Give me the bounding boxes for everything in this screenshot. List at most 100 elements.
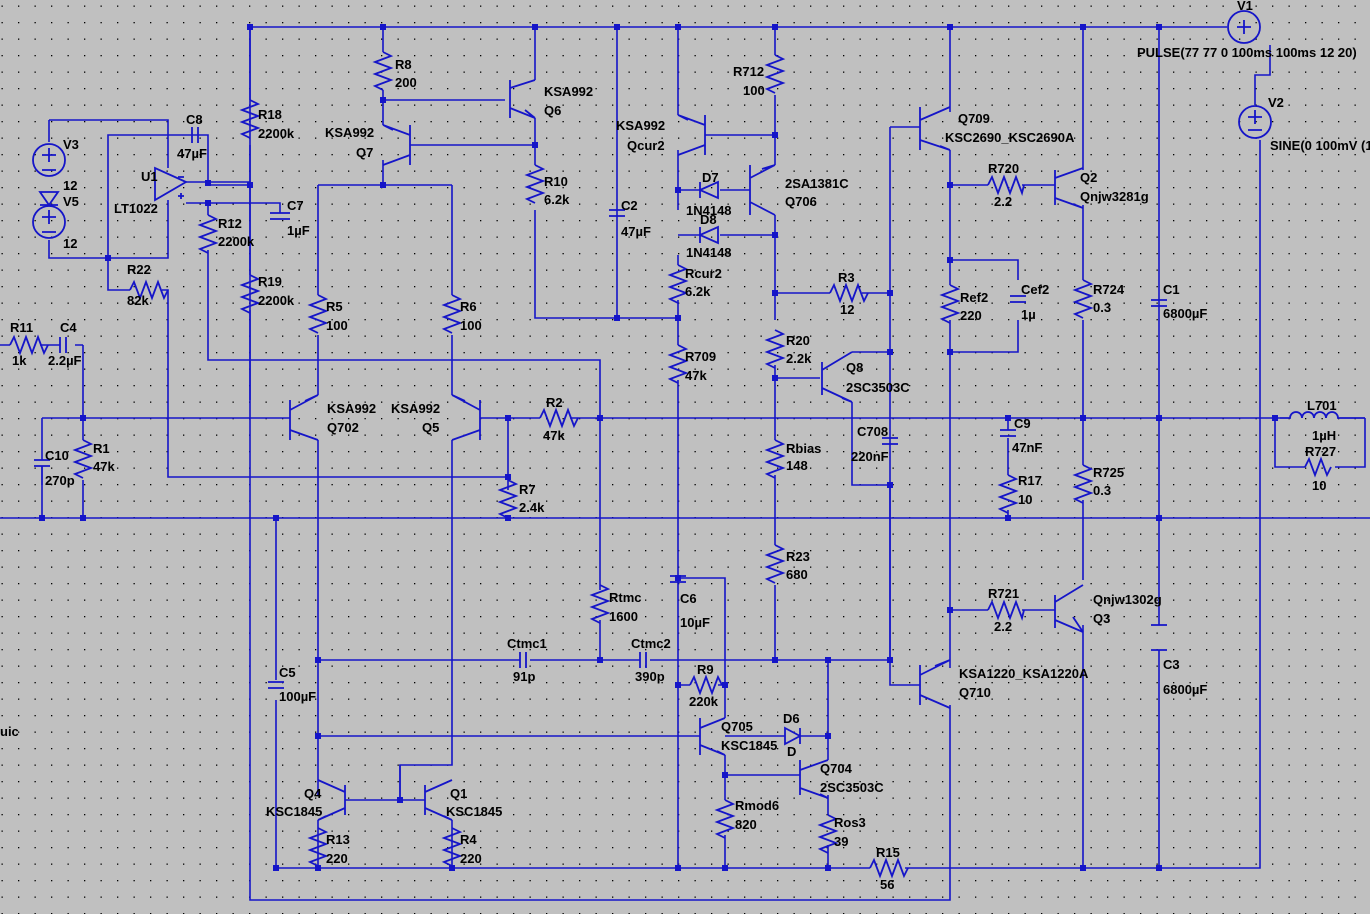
label-Q705-name: Q705 — [721, 719, 753, 734]
label-C3-value: 6800µF — [1163, 682, 1207, 697]
diode-symbols — [697, 180, 802, 746]
label-D7-model: 1N4148 — [686, 203, 732, 218]
label-Ctmc1-name: Ctmc1 — [507, 636, 547, 651]
label-R13-value: 220 — [326, 851, 348, 866]
label-R712-name: R712 — [733, 64, 764, 79]
label-R12-name: R12 — [218, 216, 242, 231]
resistor-R3 — [829, 282, 869, 304]
label-R2-name: R2 — [546, 395, 563, 410]
label-R8-value: 200 — [395, 75, 417, 90]
zener-marker — [38, 191, 60, 207]
label-C7-value: 1µF — [287, 223, 310, 238]
label-Ros3-name: Ros3 — [834, 815, 866, 830]
capacitor-C8 — [191, 127, 199, 143]
resistor-Ros3 — [817, 814, 839, 854]
label-C6-value: 10µF — [680, 615, 710, 630]
label-C10-name: C10 — [45, 448, 69, 463]
source-V1 — [1227, 10, 1261, 44]
label-Ref2-value: 220 — [960, 308, 982, 323]
capacitor-Ctmc2 — [639, 652, 647, 668]
transistor-Q5 — [451, 394, 481, 441]
resistor-R19 — [239, 274, 261, 314]
opamp-U1 — [154, 166, 188, 202]
diode-D8 — [697, 225, 719, 245]
transistor-Q7 — [382, 124, 411, 166]
resistor-R712 — [764, 54, 786, 94]
label-R724-value: 0.3 — [1093, 300, 1111, 315]
label-D6-name: D6 — [783, 711, 800, 726]
label-R20-value: 2.2k — [786, 351, 812, 366]
transistor-Q2 — [1054, 167, 1084, 209]
label-R13-name: R13 — [326, 832, 350, 847]
label-U1-model: LT1022 — [114, 201, 158, 216]
label-D7-name: D7 — [702, 170, 719, 185]
label-U1-name: U1 — [141, 169, 158, 184]
label-Q7-model: KSA992 — [325, 125, 374, 140]
label-R2-value: 47k — [543, 428, 565, 443]
label-Q4-model: KSC1845 — [266, 804, 322, 819]
label-Rbias-value: 148 — [786, 458, 808, 473]
label-R6-name: R6 — [460, 299, 477, 314]
resistor-Ref2 — [939, 284, 961, 324]
transistor-Q704 — [799, 759, 829, 799]
label-Q5-name: Q5 — [422, 420, 439, 435]
label-Q704-model: 2SC3503C — [820, 780, 884, 795]
label-Q704-name: Q704 — [820, 761, 853, 776]
label-V3-name: V3 — [63, 137, 79, 152]
label-R15-value: 56 — [880, 877, 894, 892]
label-R22-name: R22 — [127, 262, 151, 277]
label-C5-value: 100µF — [279, 689, 316, 704]
label-R5-value: 100 — [326, 318, 348, 333]
label-Cef2-name: Cef2 — [1021, 282, 1049, 297]
label-R22-value: 82k — [127, 293, 149, 308]
transistor-Q706 — [749, 164, 776, 216]
source-symbols — [32, 10, 1272, 239]
resistor-R10 — [524, 164, 546, 204]
label-Q705-model: KSC1845 — [721, 738, 777, 753]
label-R10-value: 6.2k — [544, 192, 570, 207]
label-R11-name: R11 — [10, 320, 33, 335]
label-R10-name: R10 — [544, 174, 568, 189]
label-R721-name: R721 — [988, 586, 1019, 601]
label-R9-name: R9 — [697, 662, 714, 677]
label-V2-name: V2 — [1268, 95, 1284, 110]
label-R11-value: 1k — [12, 353, 27, 368]
label-R9-value: 220k — [689, 694, 719, 709]
transistor-symbols — [289, 79, 1084, 821]
capacitor-C10 — [34, 459, 50, 485]
resistor-R6 — [441, 294, 463, 334]
resistor-R709 — [667, 344, 689, 384]
label-Q710-model: KSA1220_KSA1220A — [959, 666, 1089, 681]
label-R19-name: R19 — [258, 274, 282, 289]
transistor-Q705 — [699, 717, 726, 756]
label-R1-value: 47k — [93, 459, 115, 474]
label-Q1-model: KSC1845 — [446, 804, 502, 819]
resistor-R727 — [1304, 456, 1332, 478]
label-V5-value: 12 — [63, 236, 77, 251]
label-L701-value: 1µH — [1312, 428, 1336, 443]
label-V3-value: 12 — [63, 178, 77, 193]
capacitor-C1 — [1151, 299, 1167, 307]
capacitor-Ctmc1 — [519, 652, 527, 668]
label-R725-name: R725 — [1093, 465, 1124, 480]
label-R724-name: R724 — [1093, 282, 1125, 297]
capacitor-C6 — [670, 575, 686, 583]
label-R18-name: R18 — [258, 107, 282, 122]
label-Q710-name: Q710 — [959, 685, 991, 700]
resistor-R721 — [987, 599, 1025, 622]
inductor-L701 — [1280, 411, 1365, 419]
label-R18-value: 2200k — [258, 126, 295, 141]
label-Q2-name: Q2 — [1080, 170, 1097, 185]
label-R8-name: R8 — [395, 57, 412, 72]
label-C7-name: C7 — [287, 198, 304, 213]
capacitor-C9 — [1000, 429, 1016, 437]
label-Ros3-value: 39 — [834, 834, 848, 849]
label-R23-name: R23 — [786, 549, 810, 564]
label-R23-value: 680 — [786, 567, 808, 582]
label-R6-value: 100 — [460, 318, 482, 333]
transistor-Q6 — [509, 79, 536, 119]
label-Q5-model: KSA992 — [391, 401, 440, 416]
label-R17-value: 10 — [1018, 492, 1032, 507]
label-V2-value: SINE(0 100mV (1 — [1270, 138, 1370, 153]
